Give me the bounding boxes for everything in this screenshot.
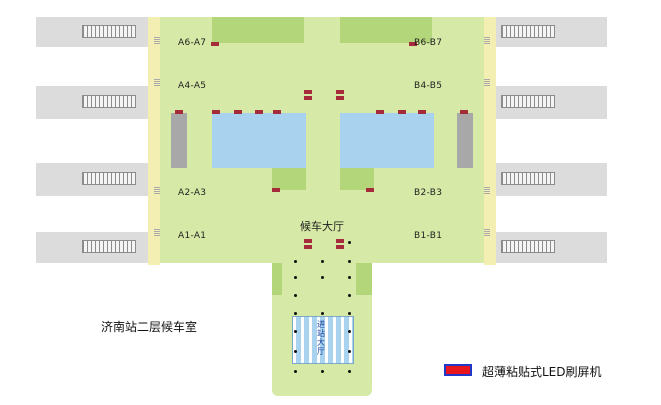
column-dot	[321, 370, 324, 373]
stairs-right-1	[501, 25, 555, 38]
column-dot	[294, 370, 297, 373]
column-dot	[294, 330, 297, 333]
led-marker	[234, 110, 242, 114]
tick-right-2	[484, 78, 490, 86]
led-marker	[336, 245, 344, 249]
led-marker	[304, 245, 312, 249]
tick-right-3	[484, 186, 490, 194]
right-service-block	[457, 113, 473, 168]
entry-hall-label: 进站大厅	[317, 320, 325, 356]
tick-left-1	[154, 36, 160, 44]
column-dot	[348, 330, 351, 333]
tick-left-2	[154, 78, 160, 86]
gate-label-a4-a5: A4-A5	[178, 81, 207, 91]
led-legend-label: 超薄粘贴式LED刷屏机	[482, 365, 602, 379]
tick-left-3	[154, 186, 160, 194]
skylight-right	[340, 113, 434, 168]
led-marker	[255, 110, 263, 114]
entry-hall-escalator-area	[292, 316, 354, 364]
led-marker	[336, 96, 344, 100]
stairs-left-3	[82, 172, 136, 185]
entry-right-wing	[356, 263, 372, 295]
left-service-block	[171, 113, 187, 168]
stairs-left-2	[82, 95, 136, 108]
led-marker	[336, 239, 344, 243]
stairs-left-1	[82, 25, 136, 38]
column-dot	[294, 350, 297, 353]
gate-label-a1-a1: A1-A1	[178, 231, 207, 241]
led-marker	[273, 110, 281, 114]
column-dot	[321, 276, 324, 279]
column-dot	[348, 294, 351, 297]
column-dot	[321, 260, 324, 263]
column-dot	[294, 260, 297, 263]
waiting-hall-label: 候车大厅	[300, 220, 344, 233]
column-dot	[348, 350, 351, 353]
column-dot	[294, 312, 297, 315]
led-marker	[409, 42, 417, 46]
column-dot	[348, 276, 351, 279]
gate-label-b6-b7: B6-B7	[414, 38, 443, 48]
tick-left-4	[154, 228, 160, 236]
led-marker	[398, 110, 406, 114]
entry-corridor-floor	[272, 263, 372, 295]
gate-label-b1-b1: B1-B1	[414, 231, 443, 241]
column-dot	[348, 370, 351, 373]
gate-label-a2-a3: A2-A3	[178, 188, 207, 198]
column-dot	[348, 260, 351, 263]
led-marker	[304, 239, 312, 243]
top-right-block	[340, 17, 432, 43]
led-marker	[212, 110, 220, 114]
mid-left-block	[272, 168, 306, 190]
led-marker	[272, 188, 280, 192]
stairs-left-4	[82, 240, 136, 253]
led-marker	[418, 110, 426, 114]
column-dot	[348, 312, 351, 315]
entry-left-wing	[272, 263, 282, 295]
stairs-right-4	[501, 240, 555, 253]
gate-label-a6-a7: A6-A7	[178, 38, 207, 48]
led-marker	[366, 188, 374, 192]
column-dot	[321, 312, 324, 315]
led-legend-swatch	[444, 364, 472, 376]
tick-right-1	[484, 36, 490, 44]
column-dot	[348, 241, 351, 244]
mid-right-block	[340, 168, 374, 190]
column-dot	[294, 294, 297, 297]
led-marker	[336, 90, 344, 94]
led-marker	[460, 110, 468, 114]
led-marker	[211, 42, 219, 46]
map-title: 济南站二层候车室	[101, 320, 198, 334]
led-marker	[175, 110, 183, 114]
gate-label-b4-b5: B4-B5	[414, 81, 443, 91]
stairs-right-2	[501, 95, 555, 108]
led-marker	[304, 90, 312, 94]
gate-label-b2-b3: B2-B3	[414, 188, 443, 198]
led-marker	[376, 110, 384, 114]
stairs-right-3	[501, 172, 555, 185]
skylight-left	[212, 113, 306, 168]
tick-right-4	[484, 228, 490, 236]
top-left-block	[212, 17, 304, 43]
led-marker	[304, 96, 312, 100]
column-dot	[294, 276, 297, 279]
